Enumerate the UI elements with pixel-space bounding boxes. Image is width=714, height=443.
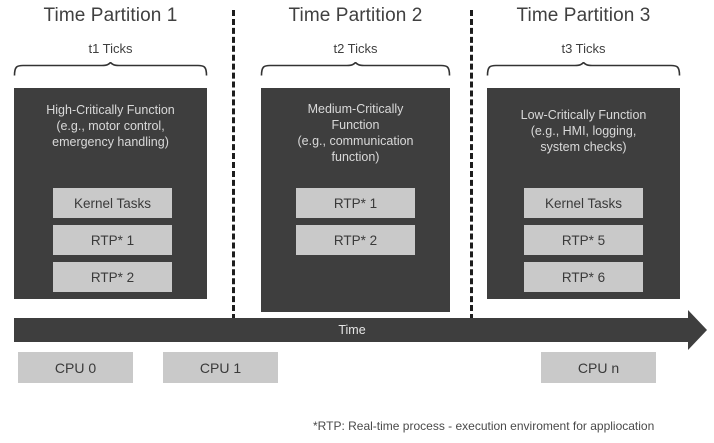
- footnote-rtp-legend: *RTP: Real-time process - execution envi…: [313, 419, 655, 433]
- brace-partition-2: [260, 62, 451, 76]
- task-box-rtp-6[interactable]: RTP* 6: [524, 262, 643, 292]
- task-box-rtp-1[interactable]: RTP* 1: [53, 225, 172, 255]
- time-axis-label: Time: [338, 323, 366, 337]
- task-box-rtp-1[interactable]: RTP* 1: [296, 188, 415, 218]
- partition-title-2: Time Partition 2: [288, 5, 423, 26]
- ticks-label-3: t3 Ticks: [561, 41, 606, 56]
- partition-box-2: Medium-Critically Function (e.g., commun…: [261, 88, 450, 312]
- cpu-box-n[interactable]: CPU n: [541, 352, 656, 383]
- task-box-rtp-5[interactable]: RTP* 5: [524, 225, 643, 255]
- task-box-rtp-2[interactable]: RTP* 2: [53, 262, 172, 292]
- task-box-kernel-tasks[interactable]: Kernel Tasks: [524, 188, 643, 218]
- partition-title-3: Time Partition 3: [516, 5, 651, 26]
- task-box-kernel-tasks[interactable]: Kernel Tasks: [53, 188, 172, 218]
- time-axis-bar: Time: [14, 318, 690, 342]
- brace-partition-3: [486, 62, 681, 76]
- task-box-rtp-2[interactable]: RTP* 2: [296, 225, 415, 255]
- time-axis-arrow-icon: [688, 310, 708, 350]
- partition-title-1: Time Partition 1: [43, 5, 178, 26]
- ticks-label-1: t1 Ticks: [88, 41, 133, 56]
- ticks-label-2: t2 Ticks: [333, 41, 378, 56]
- partition-divider-1: [232, 10, 235, 320]
- partition-caption-1: High-Critically Function (e.g., motor co…: [46, 103, 175, 149]
- partition-caption-2: Medium-Critically Function (e.g., commun…: [297, 102, 414, 164]
- cpu-box-1[interactable]: CPU 1: [163, 352, 278, 383]
- partition-caption-3: Low-Critically Function (e.g., HMI, logg…: [520, 108, 647, 154]
- partition-divider-2: [470, 10, 473, 320]
- brace-partition-1: [13, 62, 208, 76]
- partition-box-3: Low-Critically Function (e.g., HMI, logg…: [487, 88, 680, 299]
- partition-box-1: High-Critically Function (e.g., motor co…: [14, 88, 207, 299]
- cpu-box-0[interactable]: CPU 0: [18, 352, 133, 383]
